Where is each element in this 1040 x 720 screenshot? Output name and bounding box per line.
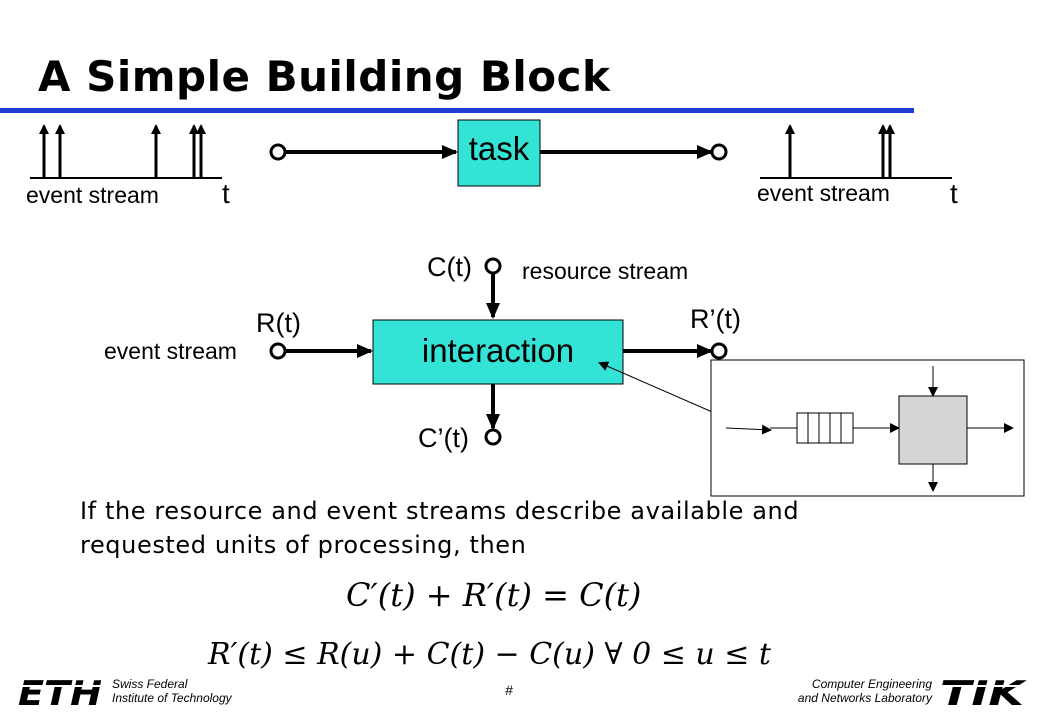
footer-institution-line-2: Institute of Technology [112, 691, 232, 705]
svg-text:TIK: TIK [940, 674, 1028, 714]
footer-institution-line-1: Swiss Federal [112, 677, 188, 691]
left-event-stream-label: event stream [26, 182, 159, 208]
svg-text:ETH: ETH [18, 674, 102, 714]
right-event-stream-label: event stream [757, 180, 890, 206]
task-box-label: task [468, 130, 530, 167]
interaction-event-stream-label: event stream [104, 338, 237, 364]
interaction-block [269, 257, 728, 446]
footer-lab-line-2: and Networks Laboratory [797, 691, 932, 705]
slide-title: A Simple Building Block [38, 52, 611, 101]
footer-lab: Computer Engineering and Networks Labora… [742, 677, 932, 705]
left-time-axis-label: t [222, 178, 230, 209]
explanation-line-2: requested units of processing, then [80, 531, 527, 559]
input-event-label: R(t) [256, 308, 301, 338]
input-resource-label: C(t) [427, 252, 472, 282]
title-underline [0, 108, 914, 113]
eth-logo: ETH [18, 674, 104, 714]
explanation-text: If the resource and event streams descri… [80, 494, 960, 562]
inset-queue-diagram [710, 359, 1025, 497]
interaction-box-label: interaction [421, 332, 575, 369]
right-time-axis-label: t [950, 178, 958, 209]
task-flow [269, 119, 728, 187]
page-number: # [505, 682, 513, 698]
output-resource-label: C’(t) [418, 423, 469, 453]
output-event-label: R’(t) [690, 304, 741, 334]
footer-lab-line-1: Computer Engineering [811, 677, 932, 691]
footer-institution: Swiss Federal Institute of Technology [112, 677, 232, 705]
equation-inequality: R′(t) ≤ R(u) + C(t) − C(u) ∀ 0 ≤ u ≤ t [208, 637, 771, 672]
tik-logo: TIK [940, 674, 1028, 714]
resource-stream-label: resource stream [522, 258, 689, 284]
right-event-stream [760, 124, 952, 179]
equation-conservation: C′(t) + R′(t) = C(t) [346, 576, 642, 614]
explanation-line-1: If the resource and event streams descri… [80, 497, 800, 525]
left-event-stream [30, 124, 222, 179]
